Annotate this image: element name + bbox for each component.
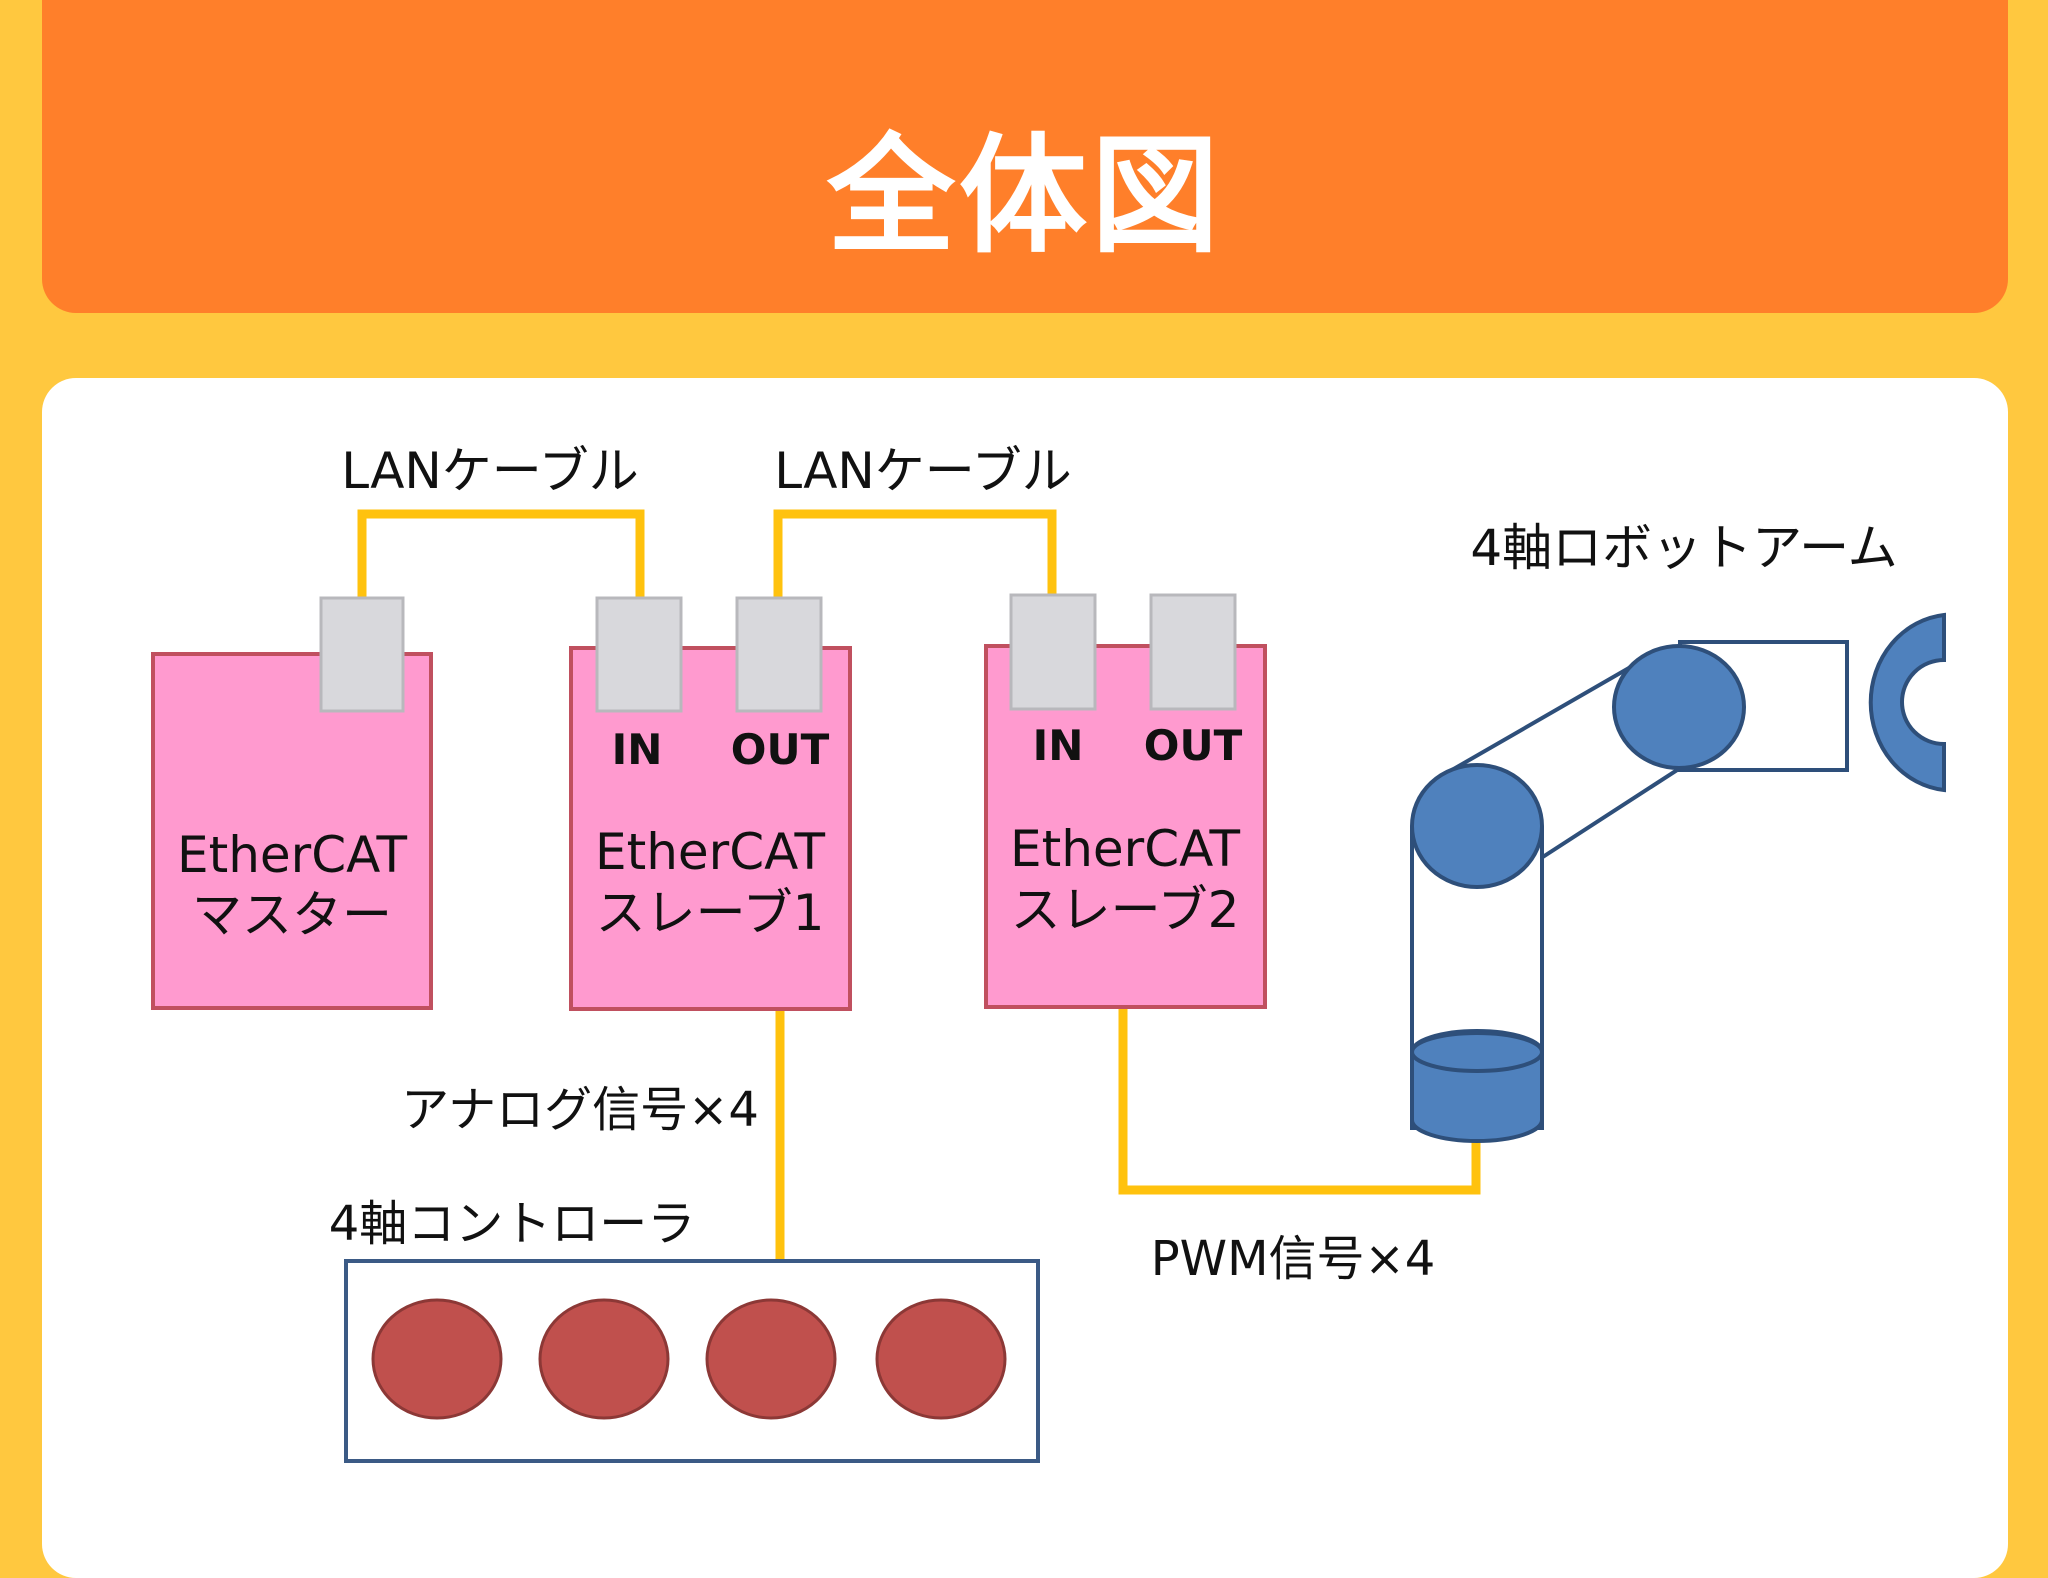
slave2-out-port — [1149, 593, 1237, 711]
controller-knobs — [371, 1298, 1007, 1420]
controller-knob-3 — [705, 1298, 837, 1420]
slave1-label-line1: EtherCAT — [595, 823, 825, 881]
robot-base-top — [1410, 1031, 1544, 1073]
system-diagram: EtherCAT マスター IN OUT EtherCAT スレーブ1 IN O… — [151, 442, 1946, 1463]
slave2-label-line1: EtherCAT — [1010, 820, 1240, 878]
lan-cable-label-2: LANケーブル — [774, 442, 1072, 500]
page-title: 全体図 — [826, 122, 1223, 271]
lan-cable-1 — [357, 509, 645, 600]
robot-joint-lower — [1410, 763, 1544, 889]
pwm-signal-label: PWM信号×4 — [1151, 1231, 1436, 1287]
slave1-out-label: OUT — [731, 725, 830, 774]
slave1-in-label: IN — [612, 725, 663, 774]
lan-cable-2 — [773, 509, 1057, 600]
pwm-signal-line — [1118, 1005, 1481, 1195]
cables — [357, 509, 1481, 1261]
robot-gripper-claw — [1868, 612, 1946, 793]
slave1-out-port — [735, 596, 823, 713]
slave2-in-port — [1009, 593, 1097, 711]
slave1-label-line2: スレーブ1 — [596, 884, 825, 942]
robot-arm-drawing — [1410, 612, 1946, 1143]
analog-signal-label: アナログ信号×4 — [401, 1082, 759, 1138]
master-label-line2: マスター — [192, 886, 392, 944]
lan-cable-label-1: LANケーブル — [341, 442, 639, 500]
master-box — [151, 652, 433, 1010]
controller-knob-4 — [875, 1298, 1007, 1420]
master-port — [319, 596, 405, 713]
slave2-label-line2: スレーブ2 — [1011, 881, 1240, 939]
controller-knob-2 — [538, 1298, 670, 1420]
robot-arm-label: 4軸ロボットアーム — [1470, 519, 1897, 577]
master-label-line1: EtherCAT — [177, 826, 407, 884]
slave2-in-label: IN — [1033, 721, 1084, 770]
controller-knob-1 — [371, 1298, 503, 1420]
robot-joint-upper — [1612, 644, 1746, 770]
title-banner: 全体図 — [42, 0, 2008, 313]
slave1-in-port — [595, 596, 683, 713]
slave2-out-label: OUT — [1144, 721, 1243, 770]
controller-label: 4軸コントローラ — [329, 1196, 696, 1252]
